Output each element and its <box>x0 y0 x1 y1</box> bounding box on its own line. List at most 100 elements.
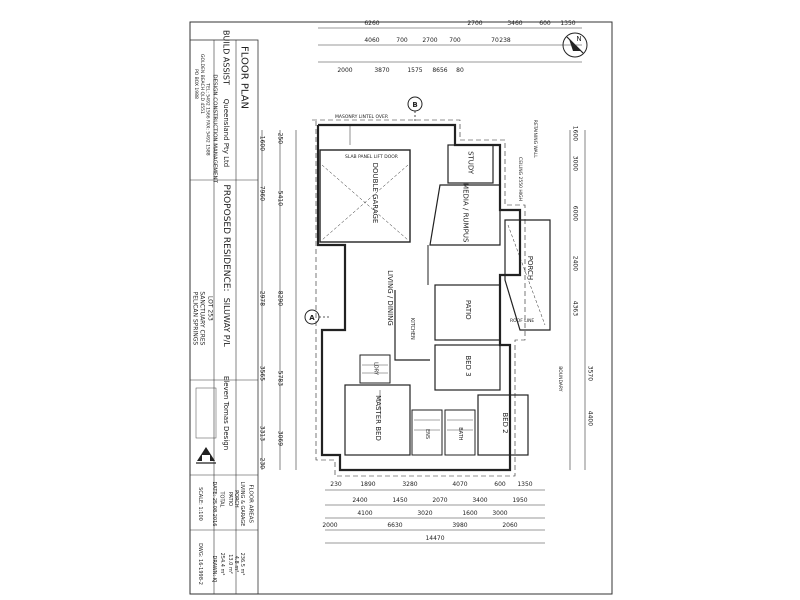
area-living: LIVING & GARAGE <box>239 482 245 527</box>
dim-top-4: 600 <box>539 20 551 27</box>
dim-right-4: 2400 <box>572 256 579 271</box>
roof-line <box>312 119 526 477</box>
dim-left-1: 1600 <box>259 136 266 151</box>
study-walls <box>447 144 494 184</box>
bed3-walls <box>434 344 501 391</box>
north-label: N <box>576 35 581 43</box>
dimension-lines <box>261 27 586 544</box>
dim-left2-2: 5410 <box>277 191 284 206</box>
dim-bottom-6: 1350 <box>517 481 532 488</box>
dim-left-6: 230 <box>259 458 266 470</box>
dim-right-6: 3570 <box>587 366 594 381</box>
dim-top2-3: 2700 <box>422 37 437 44</box>
note-lintel: MASONRY LINTEL OVER <box>335 114 388 120</box>
dim-top3-1: 2000 <box>337 67 352 74</box>
dim-bottom3-4: 3000 <box>492 510 507 517</box>
plan-notes: SLAB PANEL LIFT DOOR MASONRY LINTEL OVER… <box>335 114 563 392</box>
dim-bottom-3: 3280 <box>402 481 417 488</box>
patio-walls <box>434 284 501 341</box>
dim-left-5: 3313 <box>259 426 266 441</box>
note-slab-door: SLAB PANEL LIFT DOOR <box>345 154 398 160</box>
media-walls <box>429 184 501 246</box>
garage-walls <box>319 149 411 243</box>
drawing-scale: SCALE: 1:100 <box>197 487 203 521</box>
company-suffix: Queensland Pty Ltd <box>222 99 230 167</box>
dim-top3-5: 80 <box>456 67 464 74</box>
area-total-value: 254.4 m² <box>219 553 225 576</box>
company-line-2: GOLDEN BEACH QLD 4551 <box>199 54 205 114</box>
dim-bottom4-4: 2060 <box>502 522 517 529</box>
dimension-text: 6260 2700 3460 600 1350 4060 700 2700 70… <box>259 20 594 542</box>
note-roofline: ROOF LINE <box>510 318 534 324</box>
title-block: FLOOR PLAN BUILD ASSIST Queensland Pty L… <box>189 30 259 595</box>
dim-bottom3-2: 3020 <box>417 510 432 517</box>
room-label-garage: DOUBLE GARAGE <box>371 163 379 224</box>
dim-top-1: 6260 <box>364 20 379 27</box>
dim-total: 14470 <box>425 535 444 542</box>
dim-bottom4-2: 6630 <box>387 522 402 529</box>
room-label-bed3: BED 3 <box>464 355 472 376</box>
area-porch: PORCH <box>233 490 239 508</box>
drawing-number: DWG: 16-1998-2 <box>197 543 203 585</box>
dim-bottom2-1: 2400 <box>352 497 367 504</box>
dim-right-5: 4363 <box>572 301 579 316</box>
drawn-by: DRAWN: KJ <box>211 556 217 583</box>
note-ceiling: CEILING 2550 HIGH <box>517 157 523 201</box>
company-name: BUILD ASSIST <box>222 30 231 85</box>
dim-left2-1: 250 <box>277 133 284 145</box>
dim-right-7: 4400 <box>587 411 594 426</box>
dim-right-1: 1600 <box>572 126 579 141</box>
dim-left-2: 7960 <box>259 186 266 201</box>
dim-top2-2: 700 <box>396 37 408 44</box>
suburb-name: PELICAN SPRINGS <box>192 292 199 346</box>
designer-stamp <box>195 387 217 439</box>
svg-text:A: A <box>309 314 315 322</box>
ldry-walls <box>359 354 391 384</box>
room-label-porch: PORCH <box>526 256 534 280</box>
dim-bottom2-5: 1950 <box>512 497 527 504</box>
room-label-ldry: LDRY <box>372 362 378 376</box>
dim-top2-4: 700 <box>449 37 461 44</box>
area-total: TOTAL <box>219 490 225 507</box>
dim-top2-1: 4060 <box>364 37 379 44</box>
bath-walls <box>444 409 476 456</box>
bed2-walls <box>477 394 529 456</box>
area-patio-value: 13.0 m² <box>227 554 233 574</box>
room-label-study: STUDY <box>466 151 474 175</box>
floor-plan <box>312 119 551 477</box>
room-label-media: MEDIA / RUMPUS <box>461 183 469 243</box>
dim-left2-5: 3069 <box>277 431 284 446</box>
dim-bottom3-1: 4100 <box>357 510 372 517</box>
room-label-bed2: BED 2 <box>501 412 509 433</box>
room-label-living: LIVING / DINING <box>386 270 394 326</box>
room-label-ens: ENS <box>424 429 430 439</box>
dim-bottom2-4: 3400 <box>472 497 487 504</box>
dim-top3-3: 1575 <box>407 67 422 74</box>
dim-bottom-1: 230 <box>330 481 342 488</box>
company-line-1: PO BOX 1988 <box>193 69 199 99</box>
dim-bottom2-3: 2070 <box>432 497 447 504</box>
dim-top2-6: 238 <box>499 37 511 44</box>
area-porch-value: 4.8 m² <box>233 556 239 572</box>
ens-walls <box>411 409 443 456</box>
dim-top3-4: 8656 <box>432 67 447 74</box>
section-marker-b: B <box>407 96 423 122</box>
dim-top-5: 1350 <box>560 20 575 27</box>
client-name: SILUWAY P/L <box>222 298 231 348</box>
service-line: DESIGN CONSTRUCTION MANAGEMENT <box>211 74 217 183</box>
lot-number: LOT 253 <box>207 296 214 321</box>
dim-bottom-4: 4070 <box>452 481 467 488</box>
dim-right-2: 3000 <box>572 156 579 171</box>
dim-left-3: 2978 <box>259 291 266 306</box>
drawing-date: DATE: 25.08.2016 <box>211 482 217 527</box>
kitchen-bench <box>394 290 430 361</box>
dim-bottom4-3: 3980 <box>452 522 467 529</box>
dim-top3-2: 3870 <box>374 67 389 74</box>
dim-left2-3: 8290 <box>277 291 284 306</box>
note-boundary: BOUNDARY <box>557 366 563 392</box>
outer-wall <box>316 123 522 472</box>
designer-name: Eleven Tomas Design <box>222 376 230 450</box>
room-labels: DOUBLE GARAGE MEDIA / RUMPUS STUDY LIVIN… <box>371 151 534 441</box>
area-living-value: 236.5 m² <box>239 553 245 576</box>
